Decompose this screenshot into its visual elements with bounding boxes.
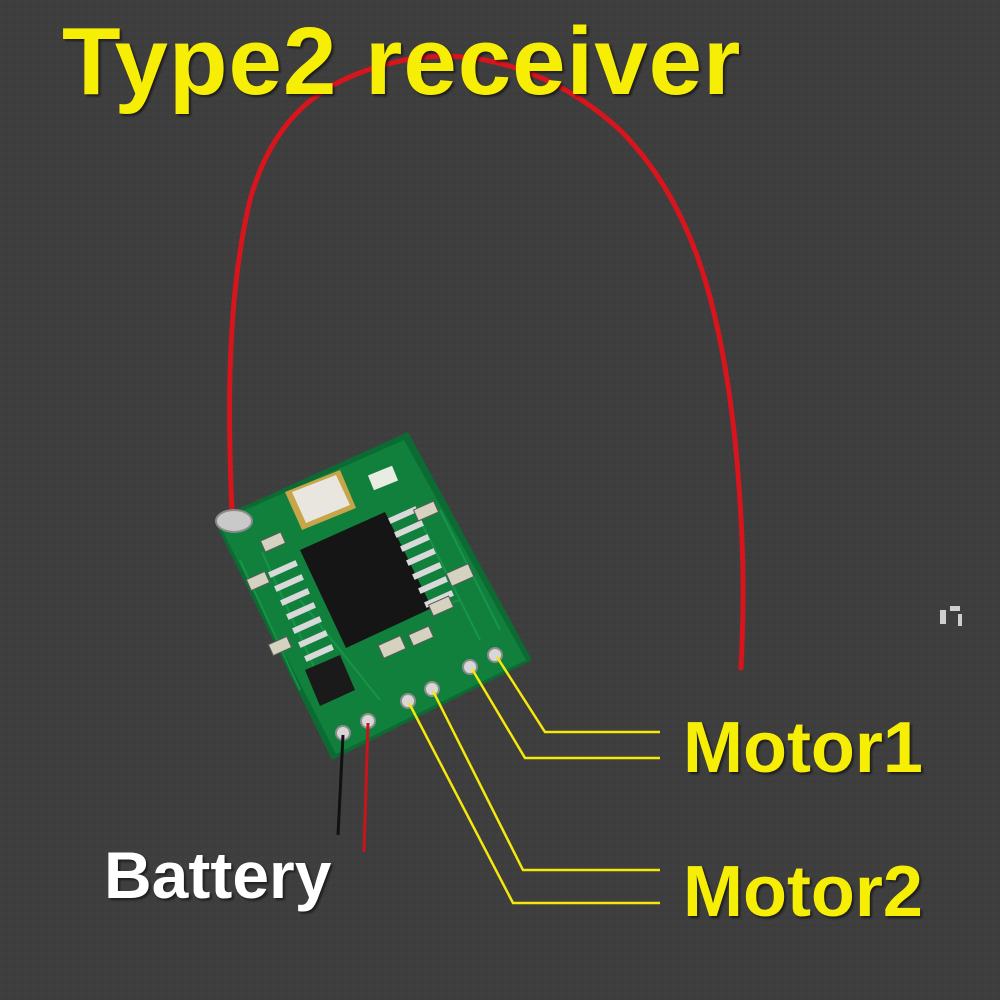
main-ic-chip — [268, 506, 454, 662]
status-led — [367, 465, 399, 491]
motor2-label: Motor2 — [683, 852, 923, 932]
smd-components — [245, 500, 475, 659]
antenna-solder-pad — [215, 509, 253, 533]
debris — [940, 606, 962, 626]
image-title: Type2 receiver — [62, 8, 742, 115]
motor1-leader-lines — [470, 656, 660, 760]
receiver-pcb — [214, 432, 532, 760]
voltage-regulator — [305, 655, 355, 706]
crystal-oscillator — [285, 470, 356, 530]
motor2-leader-lines — [407, 690, 660, 905]
battery-label: Battery — [104, 838, 332, 912]
battery-leader-lines — [336, 722, 370, 853]
motor1-label: Motor1 — [683, 708, 923, 788]
motor2-pads — [400, 681, 440, 709]
antenna-wire — [227, 53, 746, 671]
battery-pads — [335, 713, 376, 741]
